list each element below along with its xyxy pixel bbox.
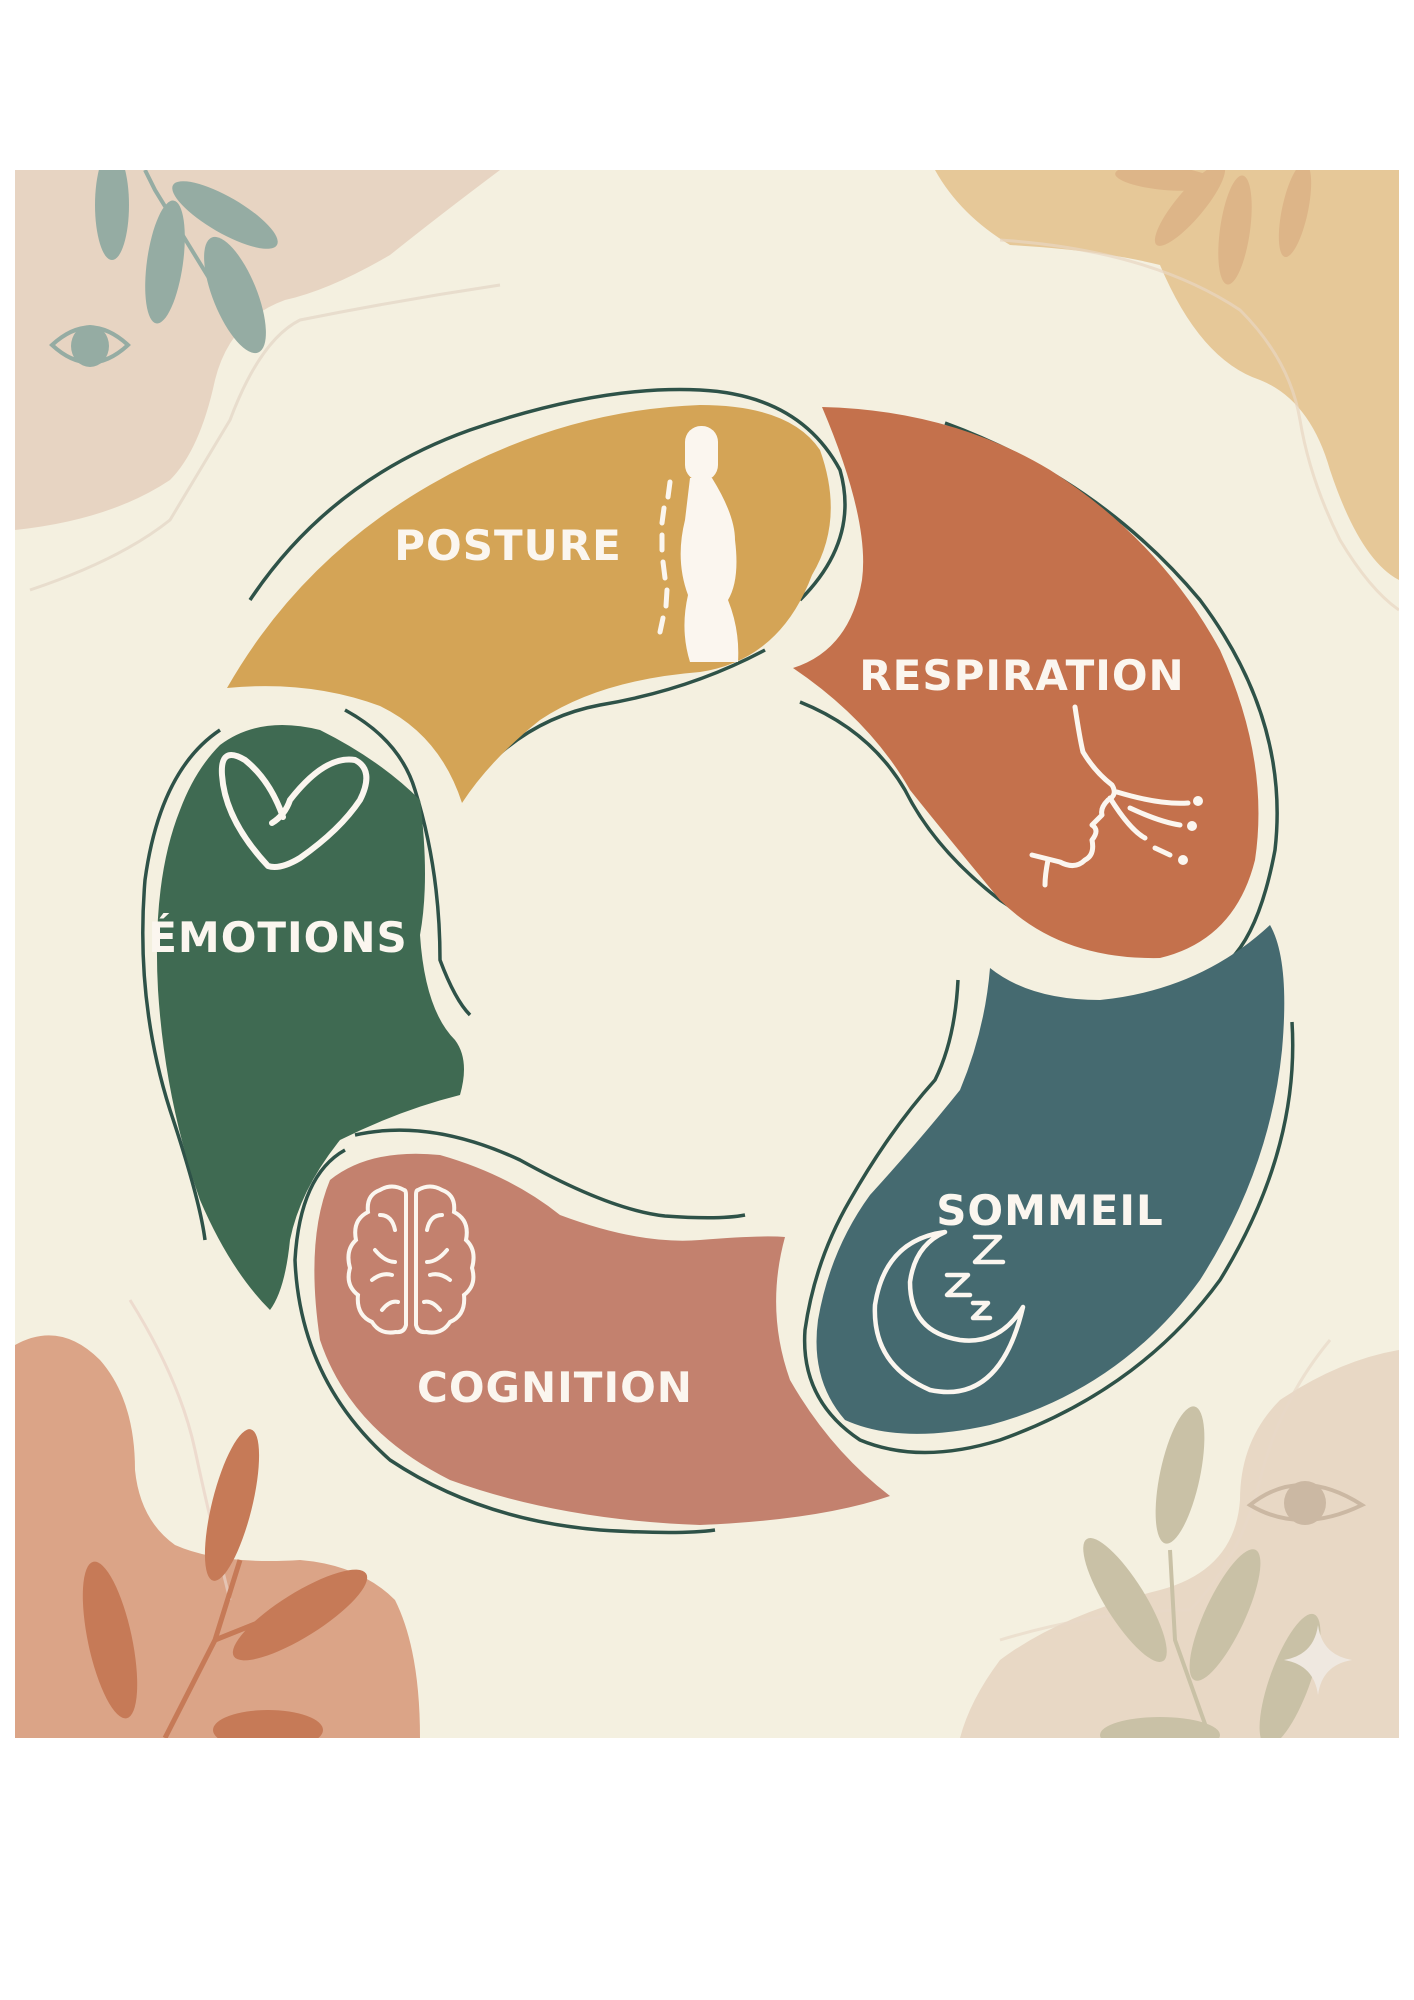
pencil-line bbox=[29, 283, 501, 592]
face-breathing-icon bbox=[1029, 704, 1203, 888]
segment-emotions[interactable]: ÉMOTIONS bbox=[141, 708, 472, 1310]
leaf-branch-bottom-left bbox=[82, 1429, 368, 1738]
eye-icon-bottom-right bbox=[1246, 1481, 1367, 1525]
segment-emotions-shape bbox=[156, 725, 465, 1310]
segment-posture[interactable]: POSTURE bbox=[227, 387, 847, 804]
segment-sommeil-shape bbox=[816, 925, 1285, 1434]
segment-posture-label: POSTURE bbox=[394, 521, 622, 570]
segment-cognition-outline bbox=[354, 1128, 746, 1220]
blob-top-right bbox=[935, 170, 1399, 580]
segment-posture-outline bbox=[248, 387, 847, 602]
segment-emotions-outline bbox=[141, 728, 221, 1241]
segment-sommeil[interactable]: SOMMEIL bbox=[802, 925, 1295, 1455]
sparkle-icon bbox=[1284, 1625, 1352, 1695]
pencil-line bbox=[999, 238, 1399, 612]
segment-cognition-shape bbox=[314, 1153, 890, 1525]
eye-icon-top-left bbox=[49, 325, 131, 367]
segment-respiration-shape bbox=[793, 407, 1259, 959]
blob-top-left bbox=[15, 170, 500, 530]
leaf-branch-top-right bbox=[1115, 170, 1312, 285]
brain-icon bbox=[346, 1184, 476, 1335]
segment-posture-shape bbox=[227, 405, 831, 803]
pencil-line bbox=[999, 1339, 1332, 1642]
segment-emotions-label: ÉMOTIONS bbox=[148, 912, 408, 962]
segment-sommeil-label: SOMMEIL bbox=[936, 1186, 1164, 1235]
heart-icon bbox=[218, 752, 370, 870]
segment-sommeil-outline bbox=[802, 979, 1295, 1455]
standing-body-spine-icon bbox=[657, 426, 739, 662]
leaf-branch-bottom-right bbox=[1083, 1406, 1321, 1738]
segment-cognition-outer-outline bbox=[293, 1148, 716, 1535]
segment-respiration[interactable]: RESPIRATION bbox=[793, 407, 1279, 962]
segment-emotions-inner-outline bbox=[344, 708, 472, 1017]
segment-cognition-label: COGNITION bbox=[417, 1363, 693, 1412]
segment-respiration-label: RESPIRATION bbox=[859, 651, 1184, 700]
segment-cognition[interactable]: COGNITION bbox=[293, 1128, 890, 1535]
moon-zzz-icon bbox=[872, 1229, 1026, 1395]
leaf-branch-top-left bbox=[95, 170, 278, 354]
